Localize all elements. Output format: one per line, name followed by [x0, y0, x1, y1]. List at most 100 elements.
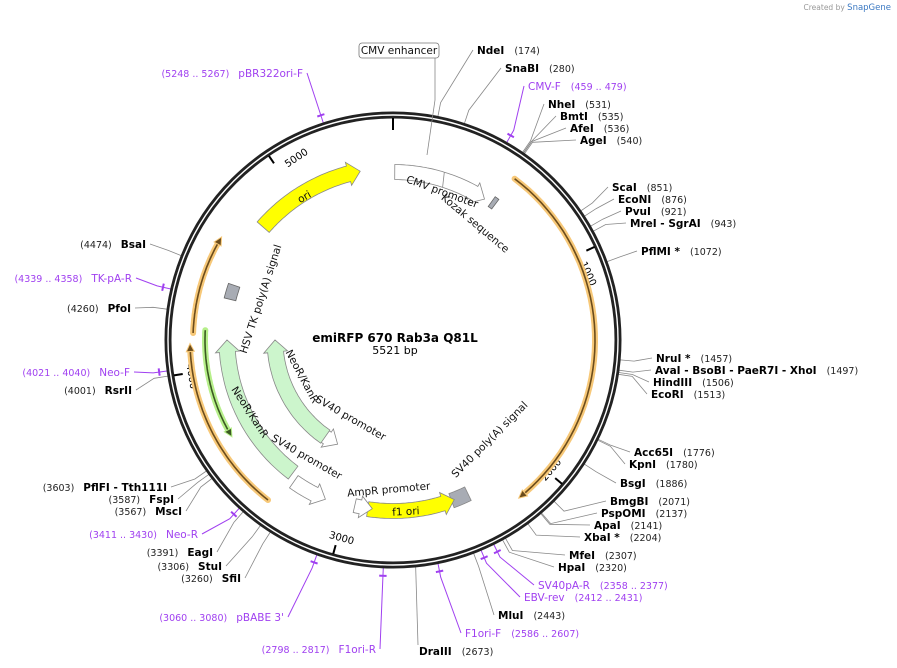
enzyme-site[interactable]: NruI *(1457)	[656, 353, 732, 365]
primer-site-position: (4339 .. 4358)	[14, 274, 82, 285]
enzyme-site[interactable]: BmgBI(2071)	[610, 496, 690, 508]
primer-site-name: Neo-R	[166, 529, 198, 541]
hsv-tk-polya-box[interactable]	[223, 282, 241, 302]
enzyme-leader	[437, 49, 474, 117]
enzyme-site-position: (1072)	[690, 247, 722, 258]
enzyme-site-position: (2673)	[462, 647, 494, 658]
enzyme-leader	[216, 511, 244, 553]
enzyme-site-name: AvaI - BsoBI - PaeR7I - XhoI	[655, 365, 817, 377]
primer-site[interactable]: (2798 .. 2817)F1ori-R	[262, 644, 376, 656]
enzyme-site[interactable]: MreI - SgrAI(943)	[630, 218, 736, 230]
enzyme-site[interactable]: SnaBI(280)	[505, 63, 575, 75]
enzyme-site[interactable]: ScaI(851)	[612, 182, 672, 194]
primer-leader	[493, 544, 535, 586]
primer-site[interactable]: (3060 .. 3080)pBABE 3'	[159, 612, 284, 624]
f1-ori-arrow[interactable]	[366, 491, 455, 519]
enzyme-leader	[502, 539, 555, 568]
cmv-enhancer-label[interactable]: CMV enhancer	[361, 45, 438, 57]
neor-kanr-inner-arrow[interactable]	[262, 339, 331, 444]
enzyme-site[interactable]: (3603)PflFI - Tth111I	[43, 482, 167, 494]
enzyme-leader	[584, 198, 615, 217]
enzyme-site[interactable]: PflMI *(1072)	[641, 246, 722, 258]
primer-binding-mark	[316, 113, 325, 118]
enzyme-site[interactable]: HindIII(1506)	[653, 377, 734, 389]
enzyme-site[interactable]: (4260)PfoI	[67, 303, 131, 315]
primer-site[interactable]: CMV-F(459 .. 479)	[528, 81, 627, 93]
ori-arrow[interactable]	[256, 161, 361, 233]
enzyme-site-name: MreI - SgrAI	[630, 218, 701, 230]
enzyme-site[interactable]: EcoNI(876)	[618, 194, 687, 206]
sv40-polya-label[interactable]: SV40 poly(A) signal	[449, 399, 530, 480]
primer-site[interactable]: (4021 .. 4040)Neo-F	[22, 367, 130, 379]
neo-orf-arc-arrowhead	[223, 427, 233, 438]
enzyme-site-name: EagI	[187, 547, 213, 559]
emirfp-orf-arc[interactable]	[514, 178, 596, 494]
enzyme-leader	[505, 538, 566, 556]
primer-site[interactable]: (4339 .. 4358) TK-pA-R	[14, 273, 132, 285]
kozak-sequence[interactable]	[487, 196, 500, 210]
enzyme-site[interactable]: PspOMI(2137)	[601, 508, 687, 520]
primer-site-name: TK-pA-R	[90, 273, 132, 285]
enzyme-site[interactable]: BsgI(1886)	[620, 478, 687, 490]
primer-site-position: (2586 .. 2607)	[511, 629, 579, 640]
primer-binding-mark	[161, 283, 165, 292]
sv40-promoter-outer-arrow[interactable]	[288, 475, 326, 506]
primer-site[interactable]: F1ori-F (2586 .. 2607)	[465, 628, 579, 640]
enzyme-leader	[618, 372, 650, 383]
primer-site-position: (3411 .. 3430)	[89, 530, 157, 541]
primer-site[interactable]: (3411 .. 3430) Neo-R	[89, 529, 198, 541]
enzyme-site[interactable]: XbaI *(2204)	[584, 532, 661, 544]
enzyme-site-name: NdeI	[477, 45, 504, 57]
enzyme-site[interactable]: (3260)SfiI	[181, 573, 241, 585]
enzyme-site[interactable]: HpaI(2320)	[558, 562, 627, 574]
primer-site[interactable]: SV40pA-R(2358 .. 2377)	[538, 580, 668, 592]
enzyme-leader	[553, 500, 607, 512]
enzyme-site[interactable]: Acc65I(1776)	[634, 447, 715, 459]
enzyme-site[interactable]: AvaI - BsoBI - PaeR7I - XhoI(1497)	[655, 365, 858, 377]
enzyme-site[interactable]: NheI(531)	[548, 99, 611, 111]
ampr-promoter-label[interactable]: AmpR promoter	[347, 480, 432, 499]
f1-ori-label[interactable]: f1 ori	[392, 505, 420, 518]
enzyme-site[interactable]: DraIII(2673)	[419, 646, 493, 658]
enzyme-site[interactable]: (3567)MscI	[115, 506, 182, 518]
enzyme-leader	[593, 222, 627, 232]
orange-arc-upper[interactable]	[192, 243, 219, 334]
enzyme-site[interactable]: (4001)RsrII	[64, 385, 132, 397]
enzyme-site[interactable]: ApaI(2141)	[594, 520, 662, 532]
sv40-polya-box[interactable]	[448, 486, 472, 509]
enzyme-site[interactable]: NdeI(174)	[477, 45, 540, 57]
enzyme-site[interactable]: KpnI(1780)	[629, 459, 698, 471]
enzyme-leader	[185, 478, 213, 512]
enzyme-leader	[177, 474, 210, 500]
enzyme-site[interactable]: (3306)StuI	[157, 561, 222, 573]
hsv-tk-polya-label[interactable]: HSV TK poly(A) signal	[238, 243, 285, 355]
primer-site[interactable]: EBV-rev(2412 .. 2431)	[524, 592, 643, 604]
enzyme-site[interactable]: EcoRI(1513)	[651, 389, 725, 401]
enzyme-leader	[580, 186, 609, 212]
cmv-enhancer-box[interactable]	[358, 42, 440, 59]
enzyme-site[interactable]: (3391)EagI	[147, 547, 213, 559]
ampr-promoter-arrow[interactable]	[352, 495, 373, 519]
primer-site[interactable]: (5248 .. 5267)pBR322ori-F	[161, 68, 303, 80]
enzyme-leader	[473, 553, 495, 616]
enzyme-site-position: (531)	[585, 100, 611, 111]
enzyme-site-name: BsaI	[121, 239, 146, 251]
enzyme-site[interactable]: (4474)BsaI	[80, 239, 146, 251]
enzyme-site-name: NruI *	[656, 353, 691, 365]
enzyme-site-position: (1886)	[656, 479, 688, 490]
primer-site-name: F1ori-F	[465, 628, 501, 640]
enzyme-site[interactable]: BmtI(535)	[560, 111, 623, 123]
enzyme-site[interactable]: AfeI(536)	[570, 123, 629, 135]
enzyme-site-name: ScaI	[612, 182, 637, 194]
enzyme-site[interactable]: MluI(2443)	[498, 610, 565, 622]
ori-label[interactable]: ori	[296, 189, 314, 206]
orange-arc-lower[interactable]	[189, 351, 269, 501]
neor-kanr-outer-arrow[interactable]	[214, 339, 299, 480]
enzyme-site[interactable]: PvuI(921)	[625, 206, 686, 218]
neo-orf-arc[interactable]	[204, 330, 229, 431]
tick-mark	[173, 372, 183, 377]
enzyme-site[interactable]: AgeI(540)	[580, 135, 642, 147]
enzyme-site[interactable]: (3587)FspI	[109, 494, 174, 506]
cmv-promoter-arrow[interactable]	[394, 164, 486, 204]
enzyme-site[interactable]: MfeI(2307)	[569, 550, 637, 562]
